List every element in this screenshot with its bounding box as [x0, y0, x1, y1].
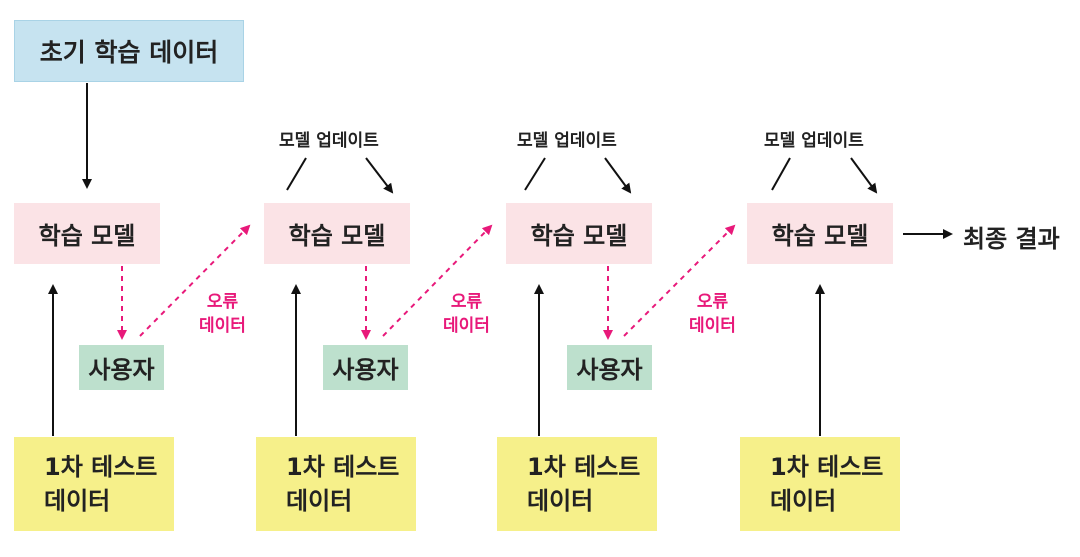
final-result-label: 최종 결과 — [963, 225, 1060, 253]
user-label: 사용자 — [88, 356, 155, 384]
model-update-label-2: 모델 업데이트 — [517, 131, 617, 151]
initial-training-data-label: 초기 학습 데이터 — [39, 38, 219, 67]
model-update-label-3: 모델 업데이트 — [764, 131, 864, 151]
training-model-label: 학습 모델 — [530, 222, 628, 250]
training-model-box-4: 학습 모델 — [747, 203, 893, 264]
user-label: 사용자 — [332, 356, 399, 384]
training-model-box-1: 학습 모델 — [14, 203, 160, 264]
update-left-stroke-1 — [286, 157, 307, 191]
update-arrow-3 — [850, 157, 878, 194]
update-left-stroke-2 — [524, 157, 546, 191]
user-box-1: 사용자 — [79, 345, 164, 390]
user-box-2: 사용자 — [323, 345, 408, 390]
training-model-label: 학습 모델 — [771, 222, 869, 250]
initial-training-data-box: 초기 학습 데이터 — [14, 20, 244, 82]
training-model-label: 학습 모델 — [288, 222, 386, 250]
update-left-stroke-3 — [771, 157, 791, 191]
update-arrow-1 — [365, 157, 394, 194]
user-label: 사용자 — [576, 356, 643, 384]
model-update-label-1: 모델 업데이트 — [279, 131, 379, 151]
training-model-label: 학습 모델 — [38, 222, 136, 250]
user-box-3: 사용자 — [567, 345, 652, 390]
training-model-box-3: 학습 모델 — [506, 203, 652, 264]
update-arrow-2 — [604, 157, 632, 194]
training-model-box-2: 학습 모델 — [264, 203, 410, 264]
